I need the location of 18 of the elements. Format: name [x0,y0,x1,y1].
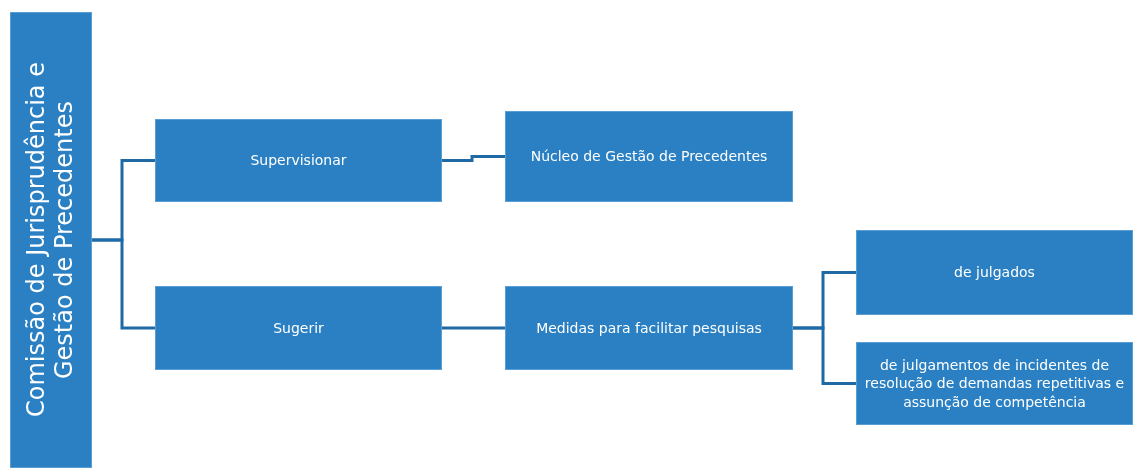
box-label: de julgamentos de incidentes de resolução de demandas repetitivas e assunção de competência [863,356,1126,411]
box-label: Comissão de Jurisprudência e Gestão de Precedentes [23,61,79,420]
process-box [856,342,1133,425]
process-box [10,12,92,468]
box-label: Núcleo de Gestão de Precedentes [530,147,768,166]
process-box [505,286,793,370]
connector-line [442,155,505,162]
box-label: Sugerir [273,318,324,338]
connector-line [793,326,856,385]
connector-line [442,326,505,330]
box-label: de julgados [954,263,1035,282]
box-label: Supervisionar [250,151,347,170]
process-box [155,286,442,370]
box-label: Medidas para facilitar pesquisas [536,318,762,338]
process-box [505,111,793,202]
process-box [856,230,1133,315]
process-box [155,119,442,202]
connector-line [92,238,155,330]
